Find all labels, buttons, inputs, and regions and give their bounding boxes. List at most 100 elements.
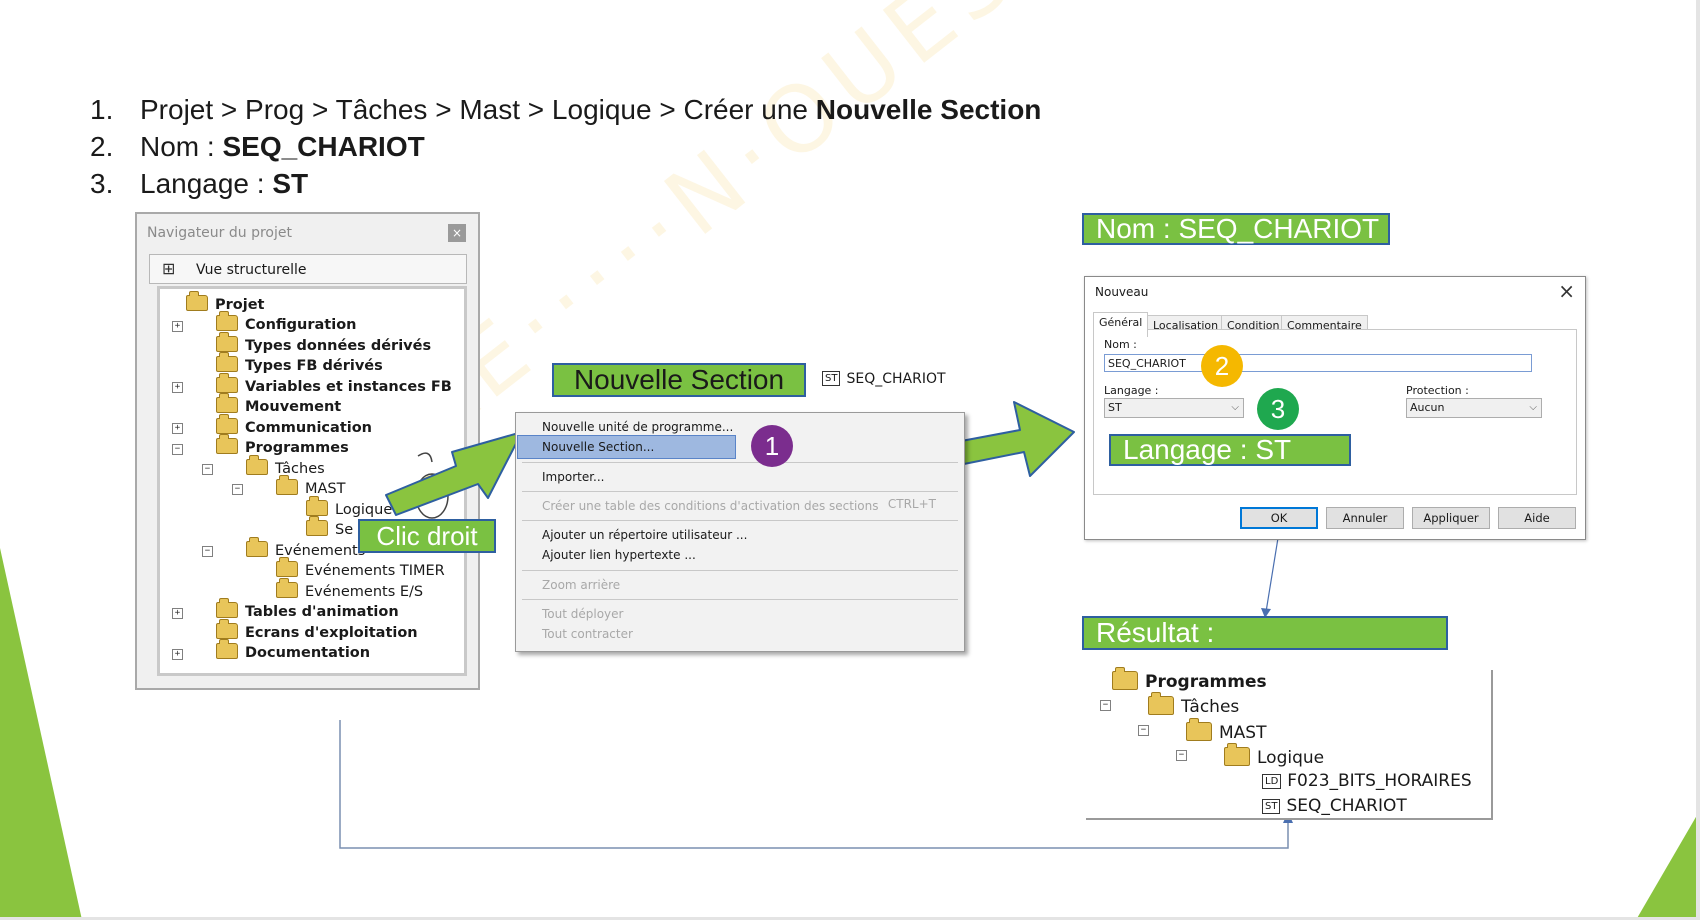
menu-separator: [522, 491, 958, 492]
callout-resultat: Résultat :: [1082, 616, 1448, 650]
tree-node-evenements-es[interactable]: Evénements E/S: [276, 578, 423, 602]
slide-edge-bottom: [0, 917, 1700, 920]
tree-node-types-donnees[interactable]: Types données dérivés: [216, 332, 431, 356]
folder-icon: [276, 475, 298, 495]
ok-button[interactable]: OK: [1240, 507, 1318, 529]
result-node-mast[interactable]: MAST: [1186, 718, 1266, 745]
expand-icon[interactable]: +: [172, 321, 183, 332]
appliquer-button[interactable]: Appliquer: [1412, 507, 1490, 529]
tree-node-taches[interactable]: Tâches: [246, 455, 325, 479]
menu-item-nouvelle-unite[interactable]: Nouvelle unité de programme...: [542, 420, 734, 434]
dialog-body: Nom : SEQ_CHARIOT Langage : ST⌵ Protecti…: [1093, 329, 1577, 495]
collapse-icon[interactable]: −: [172, 444, 183, 455]
collapse-icon[interactable]: −: [202, 464, 213, 475]
slide-decoration-right: [1636, 810, 1700, 920]
collapse-icon[interactable]: −: [1100, 700, 1111, 711]
menu-separator: [522, 570, 958, 571]
structural-view-tab[interactable]: ⊞ Vue structurelle: [149, 254, 467, 284]
chevron-down-icon: ⌵: [1529, 402, 1537, 413]
tree-node-tables-animation[interactable]: Tables d'animation: [216, 598, 399, 622]
tree-node-ecrans[interactable]: Ecrans d'exploitation: [216, 619, 418, 643]
structural-view-label: Vue structurelle: [196, 262, 307, 278]
menu-item-importer[interactable]: Importer...: [542, 470, 605, 484]
folder-icon: [246, 537, 268, 557]
tree-node-documentation[interactable]: Documentation: [216, 639, 370, 663]
menu-item-zoom-arriere[interactable]: Zoom arrière: [542, 578, 621, 592]
menu-item-ajouter-lien[interactable]: Ajouter lien hypertexte ...: [542, 548, 696, 562]
tree-node-configuration[interactable]: Configuration: [216, 311, 357, 335]
expand-icon[interactable]: +: [172, 649, 183, 660]
folder-icon: [216, 373, 238, 393]
tree-node-variables[interactable]: Variables et instances FB: [216, 373, 452, 397]
menu-item-nouvelle-section[interactable]: Nouvelle Section...: [517, 435, 736, 459]
tree-node-mouvement[interactable]: Mouvement: [216, 393, 341, 417]
close-icon[interactable]: ×: [448, 224, 466, 242]
folder-icon: [1186, 718, 1212, 741]
tree-node-projet[interactable]: Projet: [186, 291, 264, 315]
callout-clic-droit: Clic droit: [358, 519, 496, 553]
result-node-logique[interactable]: Logique: [1224, 743, 1324, 770]
step-badge-2: 2: [1201, 345, 1243, 387]
tree-node-communication[interactable]: Communication: [216, 414, 372, 438]
folder-icon: [216, 311, 238, 331]
folder-icon: [216, 598, 238, 618]
result-node-taches[interactable]: Tâches: [1148, 692, 1239, 719]
langage-select[interactable]: ST⌵: [1104, 398, 1244, 418]
project-tree: + + + − − − − + + Projet Configuration T…: [157, 286, 467, 676]
folder-icon: [216, 414, 238, 434]
menu-item-tout-deployer[interactable]: Tout déployer: [542, 607, 624, 621]
instruction-line-2: 2.Nom : SEQ_CHARIOT: [90, 131, 425, 162]
folder-icon: [1224, 743, 1250, 766]
st-icon: ST: [822, 371, 841, 386]
st-icon: ST: [1262, 799, 1281, 814]
tree-node-sr[interactable]: Se: [306, 516, 353, 540]
instruction-line-1: 1.Projet > Prog > Tâches > Mast > Logiqu…: [90, 94, 1042, 125]
nom-input[interactable]: SEQ_CHARIOT: [1104, 354, 1532, 372]
aide-button[interactable]: Aide: [1498, 507, 1576, 529]
callout-nom: Nom : SEQ_CHARIOT: [1082, 213, 1390, 245]
step-badge-1: 1: [751, 425, 793, 467]
tree-node-types-fb[interactable]: Types FB dérivés: [216, 352, 383, 376]
close-icon[interactable]: ×: [1558, 279, 1575, 303]
folder-icon: [306, 496, 328, 516]
collapse-icon[interactable]: −: [202, 546, 213, 557]
step-badge-3: 3: [1257, 388, 1299, 430]
menu-item-tout-contracter[interactable]: Tout contracter: [542, 627, 633, 641]
menu-item-creer-table[interactable]: Créer une table des conditions d'activat…: [542, 499, 879, 513]
expand-icon[interactable]: +: [172, 423, 183, 434]
collapse-icon[interactable]: −: [232, 484, 243, 495]
protection-select[interactable]: Aucun⌵: [1406, 398, 1542, 418]
folder-icon: [276, 557, 298, 577]
folder-icon: [306, 516, 328, 536]
tree-node-evenements-timer[interactable]: Evénements TIMER: [276, 557, 445, 581]
result-connector-line: [1265, 537, 1279, 613]
annuler-button[interactable]: Annuler: [1326, 507, 1404, 529]
folder-icon: [216, 619, 238, 639]
folder-icon: [216, 639, 238, 659]
expand-icon[interactable]: +: [172, 382, 183, 393]
folder-icon: [216, 434, 238, 454]
slide-decoration-left: [0, 548, 82, 920]
folder-icon: [216, 352, 238, 372]
menu-item-ajouter-repertoire[interactable]: Ajouter un répertoire utilisateur ...: [542, 528, 748, 542]
collapse-icon[interactable]: −: [1138, 725, 1149, 736]
result-node-programmes[interactable]: Programmes: [1112, 667, 1267, 694]
tree-node-logique[interactable]: Logique: [306, 496, 392, 520]
callout-nouvelle-section: Nouvelle Section: [552, 363, 806, 397]
tab-general[interactable]: Général: [1093, 312, 1149, 337]
tree-node-evenements[interactable]: Evénements: [246, 537, 365, 561]
collapse-icon[interactable]: −: [1176, 750, 1187, 761]
nom-label: Nom :: [1104, 338, 1137, 351]
slide-edge: [1696, 0, 1700, 920]
nouveau-dialog: Nouveau × Général Localisation Condition…: [1084, 276, 1586, 540]
menu-shortcut-ctrl-t: CTRL+T: [887, 497, 936, 511]
project-navigator-window: Navigateur du projet × ⊞ Vue structurell…: [135, 212, 480, 690]
folder-icon: [246, 455, 268, 475]
langage-label: Langage :: [1104, 384, 1159, 397]
tree-node-programmes[interactable]: Programmes: [216, 434, 349, 458]
expand-icon[interactable]: +: [172, 608, 183, 619]
tree-node-mast[interactable]: MAST: [276, 475, 346, 499]
